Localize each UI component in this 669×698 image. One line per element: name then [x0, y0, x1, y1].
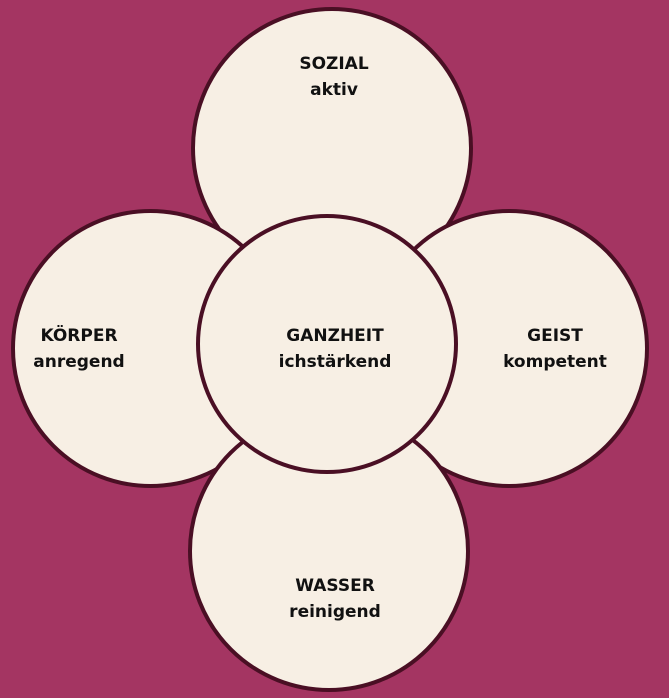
label-koerper: KÖRPER anregend — [33, 323, 124, 375]
ganzheit-title: GANZHEIT — [286, 326, 384, 346]
koerper-title: KÖRPER — [40, 326, 118, 346]
ganzheit-subtitle: ichstärkend — [278, 352, 392, 372]
label-sozial: SOZIAL aktiv — [299, 51, 368, 103]
circle-ganzheit — [196, 214, 458, 474]
geist-subtitle: kompetent — [503, 352, 607, 372]
label-geist: GEIST kompetent — [503, 323, 607, 375]
wasser-title: WASSER — [295, 576, 375, 596]
geist-title: GEIST — [527, 326, 583, 346]
koerper-subtitle: anregend — [33, 352, 125, 372]
label-wasser: WASSER reinigend — [289, 573, 381, 625]
label-ganzheit: GANZHEIT ichstärkend — [279, 323, 392, 375]
wasser-subtitle: reinigend — [289, 602, 381, 622]
circle-wasser — [188, 410, 470, 692]
sozial-subtitle: aktiv — [310, 80, 358, 100]
sozial-title: SOZIAL — [299, 54, 369, 74]
